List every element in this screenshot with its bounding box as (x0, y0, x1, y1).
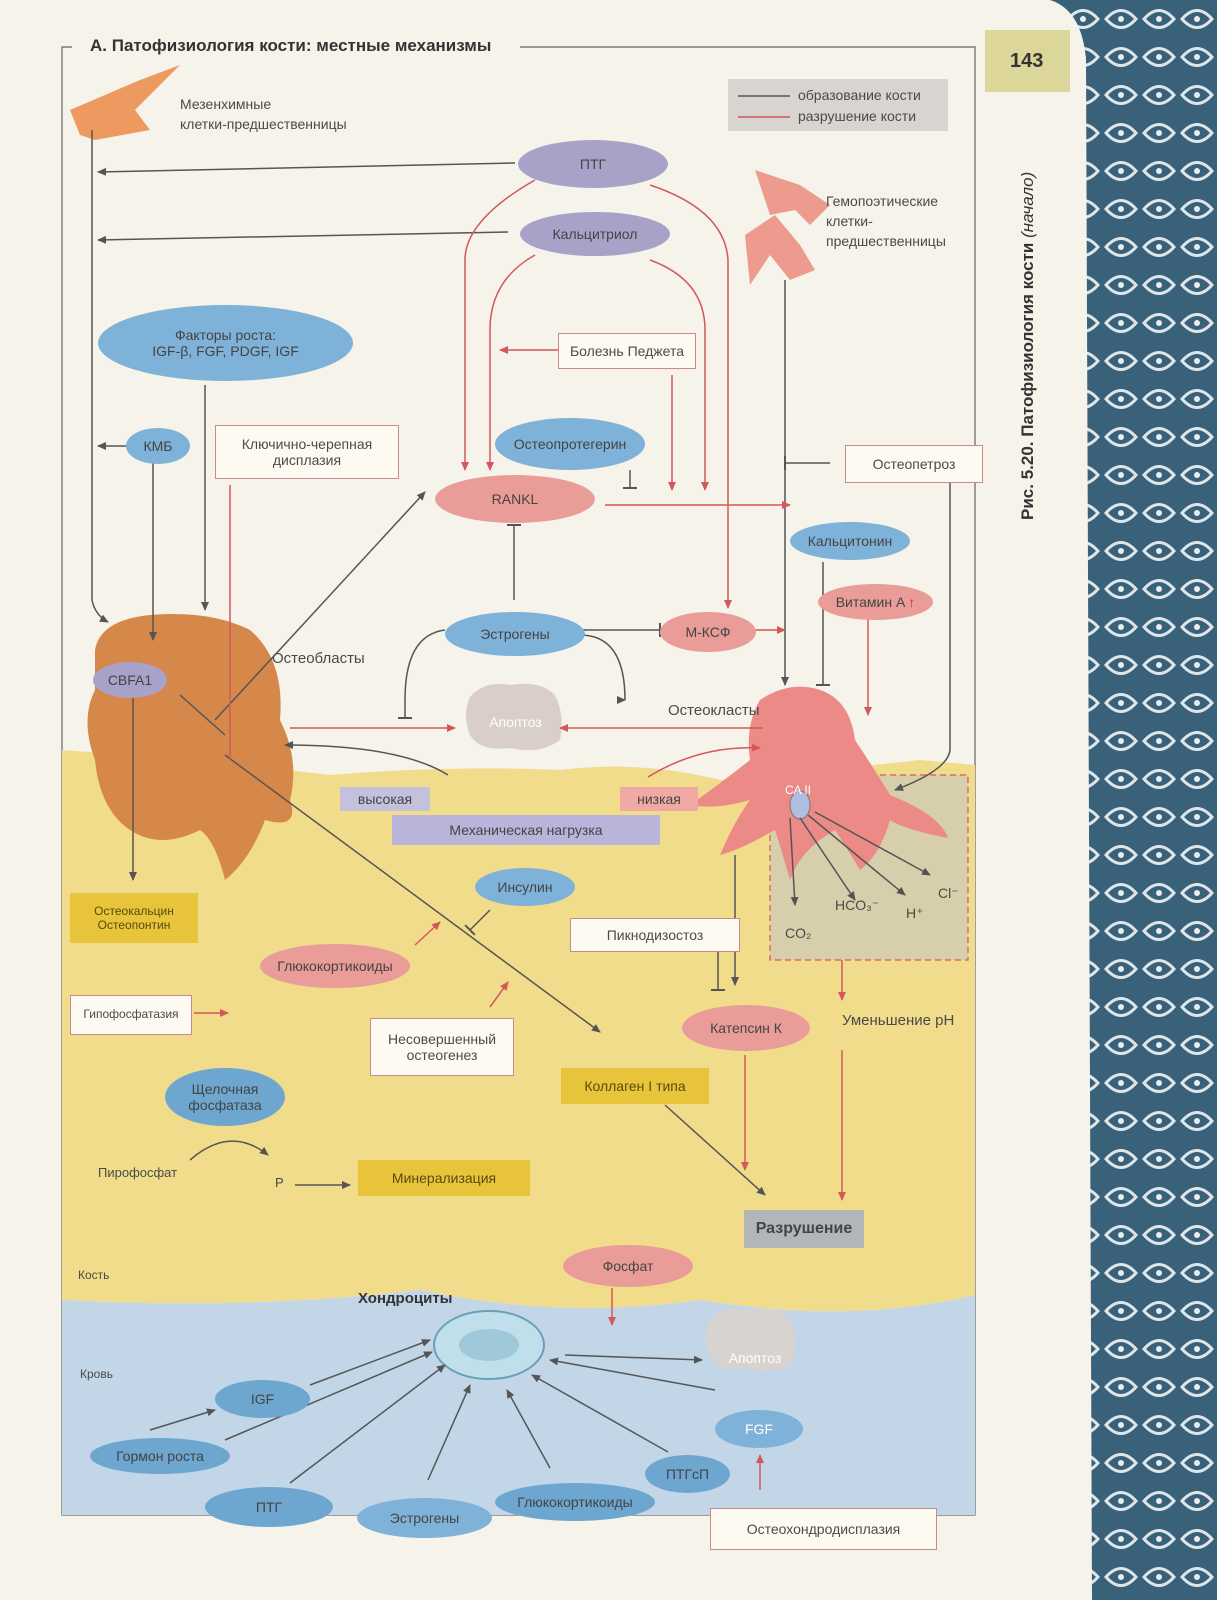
phosphorus-label: P (275, 1175, 284, 1190)
cathepsin-k-node: Катепсин К (682, 1005, 810, 1051)
hematopoietic-cell-1 (755, 170, 830, 225)
figure-caption: Рис. 5.20. Патофизиология кости (начало) (1018, 172, 1038, 520)
ca2-label: CA II (785, 783, 812, 797)
apoptosis-top-label: Апоптоз (489, 713, 542, 730)
osteocalcin-line1: Остеокальцин (94, 903, 174, 918)
bone-zone-label: Кость (78, 1268, 110, 1282)
cleidocranial-line1: Ключично-черепная (241, 435, 373, 452)
mineralization-box: Минерализация (358, 1160, 530, 1196)
legend-box (728, 79, 948, 131)
osteopetrosis-box: Остеопетроз (845, 445, 983, 483)
osteocalcin-line2: Остеопонтин (97, 918, 171, 932)
calcitriol-node: Кальцитриол (520, 212, 670, 256)
mesenchymal-label-2: клетки-предшественницы (180, 116, 347, 132)
cleidocranial-dysplasia-box: Ключично-черепная дисплазия (215, 425, 399, 479)
osteoclast-cell (690, 686, 948, 880)
bone-zone (62, 750, 975, 1312)
low-load-label: низкая (620, 787, 698, 811)
glucocorticoids-bottom-node: Глюкокортикоиды (495, 1483, 655, 1521)
mesenchymal-label-1: Мезенхимные (180, 96, 272, 112)
osteoblasts-label: Остеобласты (272, 650, 365, 667)
legend-formation: образование кости (798, 87, 921, 103)
h-ion-label: H⁺ (906, 905, 924, 921)
up-arrow-icon: ↑ (908, 593, 916, 610)
oi-line2: остеогенез (406, 1047, 478, 1063)
mesenchymal-cell (70, 65, 180, 140)
apoptosis-body-top (466, 683, 562, 751)
alk-phos-line1: Щелочная (191, 1080, 259, 1097)
osteoclasts-label: Остеокласты (668, 702, 760, 719)
alk-phos-line2: фосфатаза (188, 1097, 262, 1113)
vitamin-a-label: Витамин А (835, 593, 906, 610)
chondrocytes-label: Хондроциты (358, 1290, 453, 1307)
mcsf-node: М-КСФ (660, 612, 756, 652)
estrogens-node: Эстрогены (445, 612, 585, 656)
pycnodysostosis-box: Пикнодизостоз (570, 918, 740, 952)
growth-factors-node: Факторы роста: IGF-β, FGF, PDGF, IGF (98, 305, 353, 381)
resorption-zone (769, 774, 969, 961)
hco3-label: HCO₃⁻ (835, 897, 880, 913)
hematopoietic-label-3: предшественницы (826, 233, 946, 249)
blood-zone-label: Кровь (80, 1367, 113, 1381)
rankl-node: RANKL (435, 475, 595, 523)
growth-hormone-node: Гормон роста (90, 1438, 230, 1474)
osteochondrodysplasia-box: Остеохондродисплазия (710, 1508, 937, 1550)
cleidocranial-line2: дисплазия (272, 452, 342, 468)
figure-caption-italic: (начало) (1018, 171, 1037, 238)
hypophosphatasia-box: Гипофосфатазия (70, 995, 192, 1035)
page-number: 143 (1010, 50, 1044, 72)
cl-ion-label: Cl⁻ (938, 885, 959, 901)
calcitonin-node: Кальцитонин (790, 522, 910, 560)
insulin-node: Инсулин (475, 868, 575, 906)
co2-label: CO₂ (785, 925, 812, 941)
osteocalcin-box: Остеокальцин Остеопонтин (70, 893, 198, 943)
igf-node: IGF (215, 1380, 310, 1418)
phosphate-node: Фосфат (563, 1245, 693, 1287)
ptgrp-node: ПТГсП (645, 1455, 730, 1493)
osteoprotegerin-node: Остеопротегерин (495, 418, 645, 470)
mechanical-load-node: Механическая нагрузка (392, 815, 660, 845)
oi-line1: Несовершенный (387, 1030, 497, 1047)
legend-resorption: разрушение кости (798, 108, 917, 124)
glucocorticoids-node: Глюкокортикоиды (260, 944, 410, 988)
destruction-box: Разрушение (744, 1210, 864, 1248)
osteogenesis-imperfecta-box: Несовершенный остеогенез (370, 1018, 514, 1076)
apoptosis-body-bottom (706, 1308, 795, 1371)
alkaline-phosphatase-node: Щелочная фосфатаза (165, 1068, 285, 1126)
vitamin-a-node: Витамин А ↑ (818, 584, 933, 620)
high-load-label: высокая (340, 787, 430, 811)
hematopoietic-label-2: клетки- (826, 213, 873, 229)
ph-decrease-label: Уменьшение pH (842, 1012, 955, 1029)
hematopoietic-cell-2 (745, 215, 815, 285)
estrogens-bottom-node: Эстрогены (357, 1498, 492, 1538)
bmp-node: КМБ (126, 428, 190, 464)
fgf-node: FGF (715, 1410, 803, 1448)
figure-caption-bold: Рис. 5.20. Патофизиология кости (1018, 242, 1037, 520)
ptg-bottom-node: ПТГ (205, 1487, 333, 1527)
figure-title: А. Патофизиология кости: местные механиз… (90, 36, 492, 55)
hematopoietic-label-1: Гемопоэтические (826, 193, 939, 209)
collagen-box: Коллаген I типа (561, 1068, 709, 1104)
apoptosis-bottom-label: Апоптоз (728, 1349, 782, 1366)
growth-factors-line2: IGF-β, FGF, PDGF, IGF (152, 343, 299, 359)
pyrophosphate-label: Пирофосфат (98, 1165, 178, 1180)
paget-disease-box: Болезнь Педжета (558, 333, 696, 369)
cbfa1-node: CBFA1 (93, 662, 167, 698)
growth-factors-line1: Факторы роста: (175, 326, 276, 343)
page-number-tab (985, 30, 1070, 92)
ptg-node: ПТГ (518, 140, 668, 188)
